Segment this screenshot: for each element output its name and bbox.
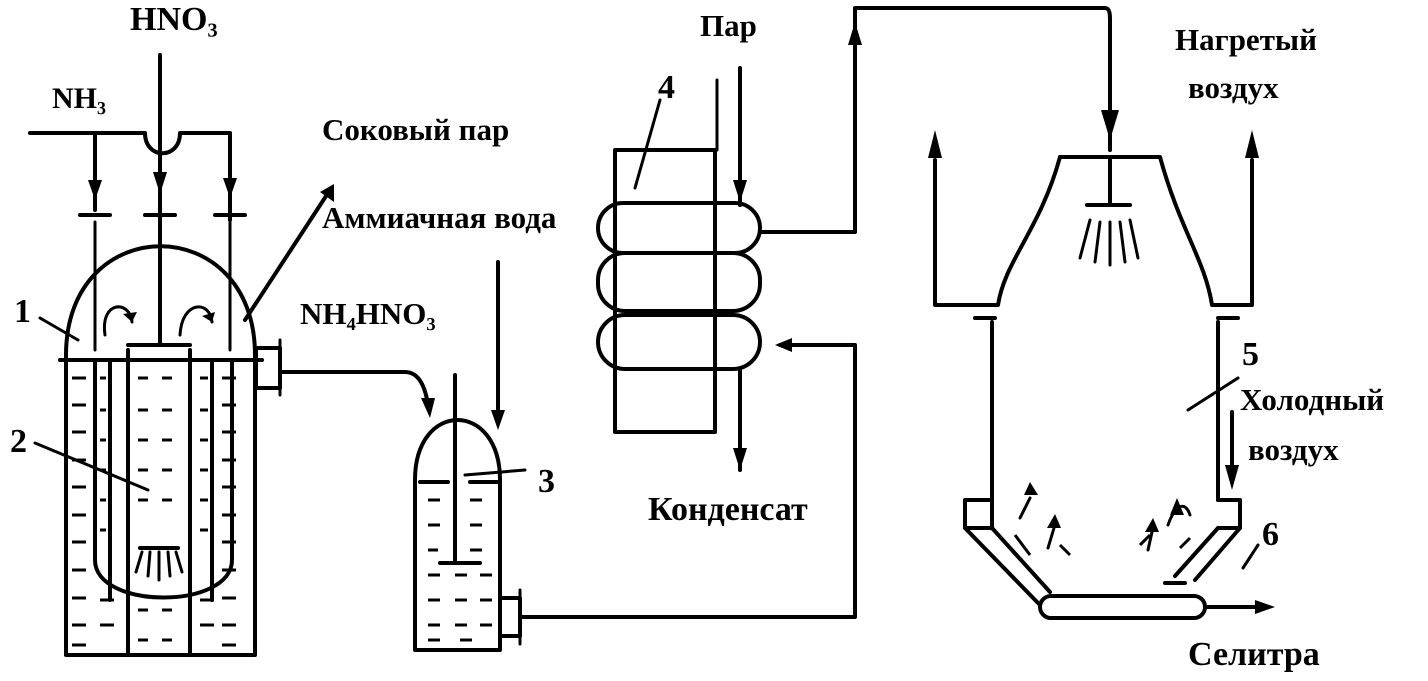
label-steam: Пар [700, 8, 757, 43]
pipe-1-to-3 [278, 370, 430, 407]
number-5: 5 [1242, 336, 1259, 373]
leader-4 [633, 98, 662, 190]
condensate-arrow [733, 448, 747, 470]
leader-5 [1186, 376, 1240, 412]
heated-air-right-arrow [1245, 130, 1259, 158]
cold-air-arrow [1225, 465, 1239, 490]
number-6: 6 [1262, 516, 1279, 553]
label-saltpeter: Селитра [1188, 636, 1320, 673]
label-ammonia-water: Аммиачная вода [322, 200, 557, 235]
heated-air-left-arrow [928, 130, 942, 158]
neutralizer-vessel [58, 244, 282, 657]
juice-steam-arrow [320, 184, 334, 202]
saltpeter-arrow [1255, 600, 1275, 614]
pipe-3-to-4 [518, 343, 857, 619]
label-heated-air-2: воздух [1188, 70, 1279, 105]
leader-6 [1241, 543, 1260, 570]
heated-air-right-pipe [1226, 158, 1254, 307]
feed-pipes [28, 53, 247, 352]
evaporator [596, 78, 762, 434]
prilling-tower [963, 155, 1242, 620]
number-4: 4 [658, 69, 675, 106]
leader-1 [38, 316, 80, 342]
pipe-4-to-tower [758, 6, 1112, 234]
label-cold-air: Холодный [1240, 382, 1384, 417]
label-juice-steam: Соковый пар [322, 112, 509, 147]
label-heated-air: Нагретый [1175, 22, 1317, 57]
pipe-1-to-3-arrow [421, 398, 435, 418]
pipe-up-arrow [848, 22, 862, 45]
pipe-3-to-4-arrow [775, 338, 792, 352]
label-hno3: HNO₃ [130, 1, 218, 38]
juice-steam-line [243, 188, 332, 322]
heated-air-left-pipe [933, 158, 982, 307]
label-cold-air-2: воздух [1248, 432, 1339, 467]
number-1: 1 [14, 293, 31, 330]
leader-2 [33, 441, 150, 492]
label-nh3: NH₃ [52, 82, 106, 115]
steam-arrow [733, 180, 747, 202]
label-nh4no3: NH₄HNO₃ [300, 296, 436, 331]
tower-feed-arrow [1101, 110, 1119, 140]
number-2: 2 [10, 423, 27, 460]
label-condensate: Конденсат [648, 491, 808, 528]
number-3: 3 [538, 463, 555, 500]
